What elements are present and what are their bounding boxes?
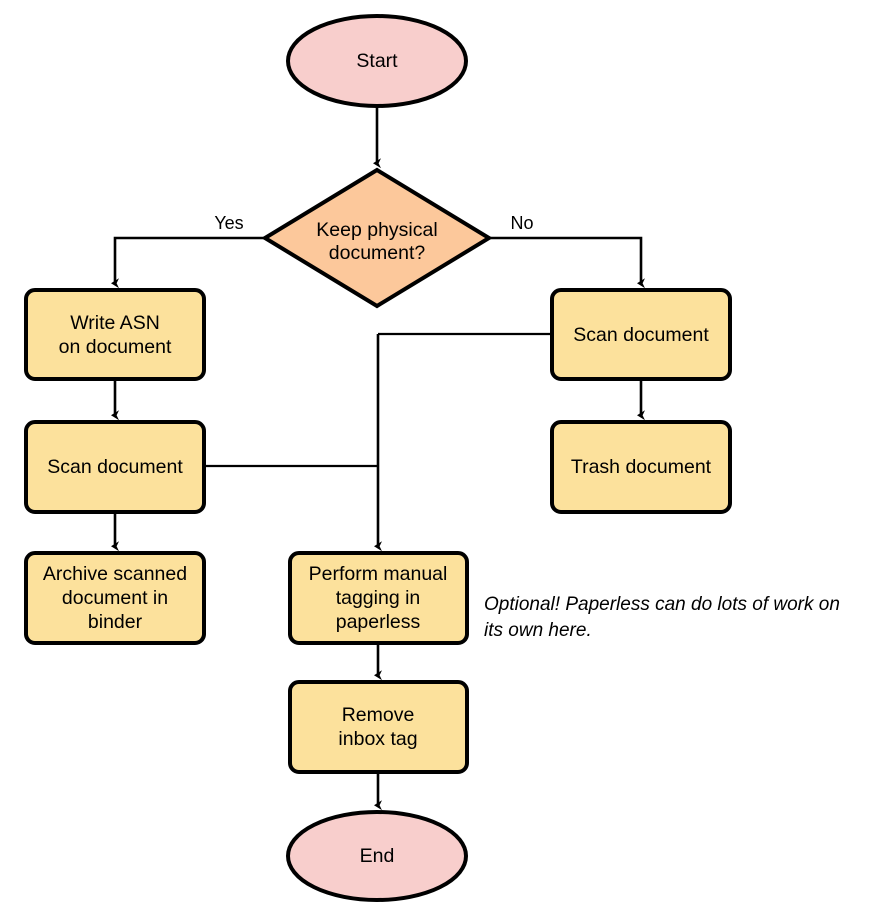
remove-inbox-tag-label-line-2: inbox tag	[338, 728, 417, 750]
node-write-asn[interactable]: Write ASN on document	[24, 288, 206, 381]
node-scan-document-left[interactable]: Scan document	[24, 420, 206, 514]
node-remove-inbox-tag[interactable]: Remove inbox tag	[288, 680, 469, 774]
write-asn-label-line-2: on document	[59, 336, 172, 358]
decision-label-line-2: document?	[329, 242, 426, 264]
node-start[interactable]: Start	[286, 14, 468, 108]
archive-scanned-label-line-1: Archive scanned	[43, 563, 187, 585]
optional-note-line-1: Optional! Paperless can do lots of work …	[484, 594, 840, 615]
end-ellipse[interactable]	[286, 810, 468, 902]
perform-manual-tagging-label-line-3: paperless	[336, 611, 421, 633]
decision-label-line-1: Keep physical	[316, 219, 437, 241]
perform-manual-tagging-label-line-2: tagging in	[336, 587, 421, 609]
remove-inbox-tag-label-line-1: Remove	[342, 704, 415, 726]
node-perform-manual-tagging[interactable]: Perform manual tagging in paperless	[288, 551, 469, 645]
scan-document-left-label: Scan document	[47, 456, 183, 478]
node-scan-document-right[interactable]: Scan document	[550, 288, 732, 381]
end-label: End	[360, 845, 395, 867]
remove-inbox-tag-box[interactable]	[288, 680, 469, 774]
archive-scanned-label-line-2: document in	[62, 587, 168, 609]
connectors-group	[115, 106, 641, 805]
perform-manual-tagging-box[interactable]	[288, 551, 469, 645]
trash-document-box[interactable]	[550, 420, 732, 514]
decision-diamond[interactable]	[261, 167, 493, 309]
perform-manual-tagging-label-line-1: Perform manual	[309, 563, 448, 585]
scan-document-right-box[interactable]	[550, 288, 732, 381]
node-end[interactable]: End	[286, 810, 468, 902]
node-trash-document[interactable]: Trash document	[550, 420, 732, 514]
trash-document-label: Trash document	[571, 456, 712, 478]
archive-scanned-box[interactable]	[24, 551, 206, 645]
node-archive-scanned[interactable]: Archive scanned document in binder	[24, 551, 206, 645]
start-label: Start	[356, 50, 398, 72]
write-asn-box[interactable]	[24, 288, 206, 381]
archive-scanned-label-line-3: binder	[88, 611, 143, 633]
start-ellipse[interactable]	[286, 14, 468, 108]
scan-document-right-label: Scan document	[573, 324, 709, 346]
node-decision-keep-physical[interactable]: Keep physical document?	[261, 167, 493, 309]
optional-note: Optional! Paperless can do lots of work …	[484, 594, 840, 641]
scan-document-left-box[interactable]	[24, 420, 206, 514]
edge-decision-to-scan-right	[489, 236, 641, 283]
edge-label-yes: Yes	[214, 213, 243, 233]
optional-note-line-2: its own here.	[484, 620, 592, 641]
edge-label-no: No	[510, 213, 533, 233]
edge-labels-group: Yes No	[214, 213, 533, 233]
write-asn-label-line-1: Write ASN	[70, 312, 160, 334]
edge-decision-to-write-asn	[115, 236, 265, 283]
